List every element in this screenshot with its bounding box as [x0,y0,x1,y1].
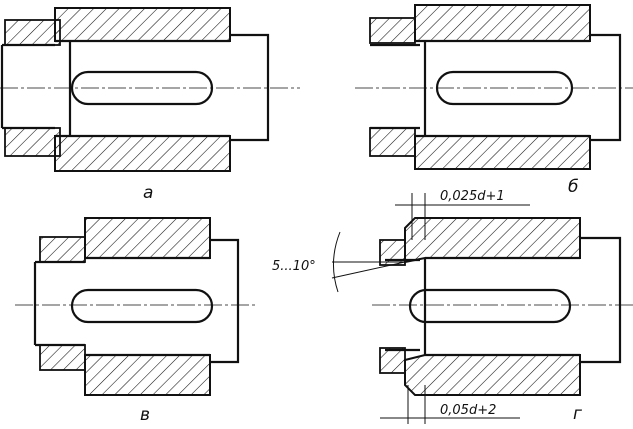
angle-text: 5...10° [272,259,316,274]
ring-left-v-bottom [39,344,86,371]
key-slot-g [408,288,572,324]
label-a: а [143,183,153,203]
view-b: б [355,4,633,197]
ring-left-b-bottom [369,127,416,157]
key-slot-v [70,288,214,324]
dim-bottom-lines [380,385,520,424]
ring-left-g [379,239,406,266]
ring-left-a [4,19,61,46]
view-v: в [15,217,258,425]
hub-top-g [404,217,581,264]
angle-leaders [331,261,406,279]
key-slot-a [70,70,214,106]
hub-top-b [414,4,591,42]
hub-bottom-a [54,135,231,172]
hub-top-a [54,7,231,42]
key-slot-b [435,70,574,106]
ring-left-a-bottom [4,127,61,157]
hub-bottom-g [404,354,581,396]
shaft-b [370,33,622,142]
label-b: б [568,177,578,197]
label-g: г [573,404,582,424]
dim-bottom-text: 0,05d+2 [440,403,496,418]
view-g: 0,025d+1 0,05d+2 5...10° г [272,189,633,424]
dim-top-text: 0,025d+1 [440,189,505,204]
label-v: в [140,405,150,425]
dim-top-lines [395,193,530,240]
hub-bottom-b [414,135,591,170]
ring-left-b [369,17,416,44]
hub-bottom-v [84,354,211,396]
hub-top-v [84,217,211,259]
ring-left-g-bottom [379,347,406,374]
ring-left-v [39,236,86,263]
view-a: а [0,7,300,203]
shaft-a [0,33,270,142]
